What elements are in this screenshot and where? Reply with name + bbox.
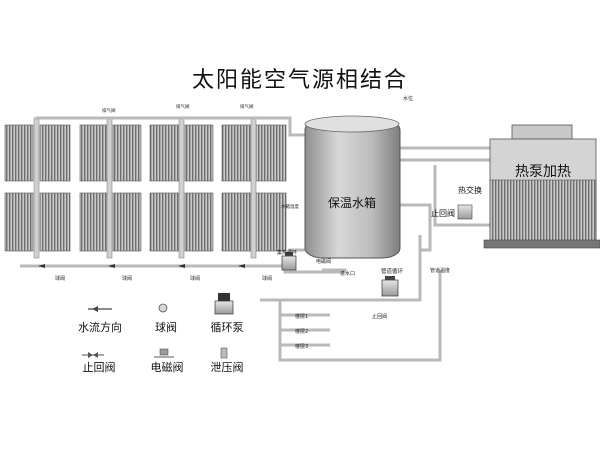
heat-exchanger-label: 热交换 xyxy=(458,185,482,195)
relief-valve-icon xyxy=(220,347,228,359)
heat-pump-label: 热泵加热 xyxy=(515,164,571,180)
exhaust-valve-label: 排气阀 xyxy=(176,103,190,110)
collector-panel xyxy=(4,124,34,182)
exchanger-loop-a xyxy=(400,203,432,252)
legend-relief-valve: 泄压阀 xyxy=(211,347,244,374)
legend-circ-pump-label: 循环泵 xyxy=(211,321,244,334)
exhaust-valve-label: 排气阀 xyxy=(240,103,254,110)
collector-panel xyxy=(79,192,111,252)
circ-pump-icon xyxy=(218,293,230,301)
header-pipe xyxy=(178,117,185,259)
collector-panel xyxy=(184,124,214,182)
tank-level-label: 水位 xyxy=(403,95,413,102)
legend-flow-direction: 水流方向 xyxy=(78,306,122,334)
tank-label: 保温水箱 xyxy=(328,195,376,210)
tank-temp-label: 水箱温度 xyxy=(281,203,299,210)
ball-valve-label: 球阀 xyxy=(262,275,272,282)
loop-check-valve-label: 止回阀 xyxy=(372,313,387,320)
exchanger-loop-b xyxy=(433,165,490,227)
header-pipe xyxy=(33,117,40,259)
collector-pump-label: 集热循环 xyxy=(277,249,297,256)
collector-pump: 集热循环 xyxy=(277,249,297,271)
pipe-circulation-label: 管道循环 xyxy=(381,267,404,275)
collector-panel xyxy=(255,192,287,252)
collector-panel xyxy=(4,192,34,252)
ball-valve-label: 球阀 xyxy=(55,275,65,282)
heat-exchanger-assembly: 热交换 止回阀 xyxy=(431,185,482,220)
pipe-temp-label: 管道温度 xyxy=(430,267,450,274)
collector-panel xyxy=(255,124,287,182)
hot-supply-pipe xyxy=(36,116,305,137)
collector-panel xyxy=(184,192,214,252)
collector-panel xyxy=(149,192,181,252)
legend-ball-valve-label: 球阀 xyxy=(155,320,177,334)
storage-tank: 保温水箱 水位 水箱温度 xyxy=(281,95,413,259)
floor-label: 楼层2 xyxy=(295,328,308,335)
ball-valve-icon xyxy=(158,303,168,313)
legend-flow-direction-label: 水流方向 xyxy=(78,320,122,334)
solar-collector-array xyxy=(4,117,287,259)
flow-arrow-icon xyxy=(38,264,45,268)
heat-pump-unit: 热泵加热 xyxy=(483,124,600,249)
heat-exchanger-icon xyxy=(457,204,473,220)
collector-panel xyxy=(39,124,71,182)
header-pipe xyxy=(106,117,113,259)
legend-solenoid-valve: 电磁阀 xyxy=(151,348,184,374)
check-valve-label: 止回阀 xyxy=(431,208,455,218)
legend: 水流方向 球阀 循环泵 止回阀 电磁阀 泄压阀 xyxy=(78,293,244,374)
flow-arrow-icon xyxy=(238,264,245,268)
ball-valve-label: 球阀 xyxy=(122,275,132,282)
collector-panel xyxy=(221,124,253,182)
collector-panel xyxy=(39,192,71,252)
legend-ball-valve: 球阀 xyxy=(155,303,177,334)
ball-valve-label: 球阀 xyxy=(190,275,200,282)
flow-arrow-icon xyxy=(178,264,185,268)
inlet-pipe xyxy=(322,268,347,272)
legend-solenoid-valve-label: 电磁阀 xyxy=(151,360,184,374)
flow-arrow-icon xyxy=(108,264,115,268)
legend-circ-pump: 循环泵 xyxy=(211,293,244,334)
exhaust-valve-label: 排气阀 xyxy=(102,107,116,114)
pipe-circulation-pump: 管道循环 xyxy=(381,267,404,297)
solenoid-label: 电磁阀 xyxy=(316,258,331,265)
floor-label: 楼层1 xyxy=(295,313,308,320)
flow-arrows xyxy=(38,264,245,268)
collector-panel xyxy=(79,124,111,182)
header-pipe xyxy=(250,117,257,259)
solenoid-valve-icon xyxy=(159,348,169,356)
collector-panel xyxy=(149,124,181,182)
diagram-title: 太阳能空气源相结合 xyxy=(191,68,408,93)
inlet-label: 进水口 xyxy=(340,270,355,277)
collector-panel xyxy=(221,192,253,252)
legend-relief-valve-label: 泄压阀 xyxy=(211,360,244,374)
legend-check-valve: 止回阀 xyxy=(82,352,116,374)
floor-label: 楼层3 xyxy=(295,343,308,350)
legend-check-valve-label: 止回阀 xyxy=(83,360,116,374)
collector-panel xyxy=(112,124,142,182)
collector-panel xyxy=(112,192,142,252)
